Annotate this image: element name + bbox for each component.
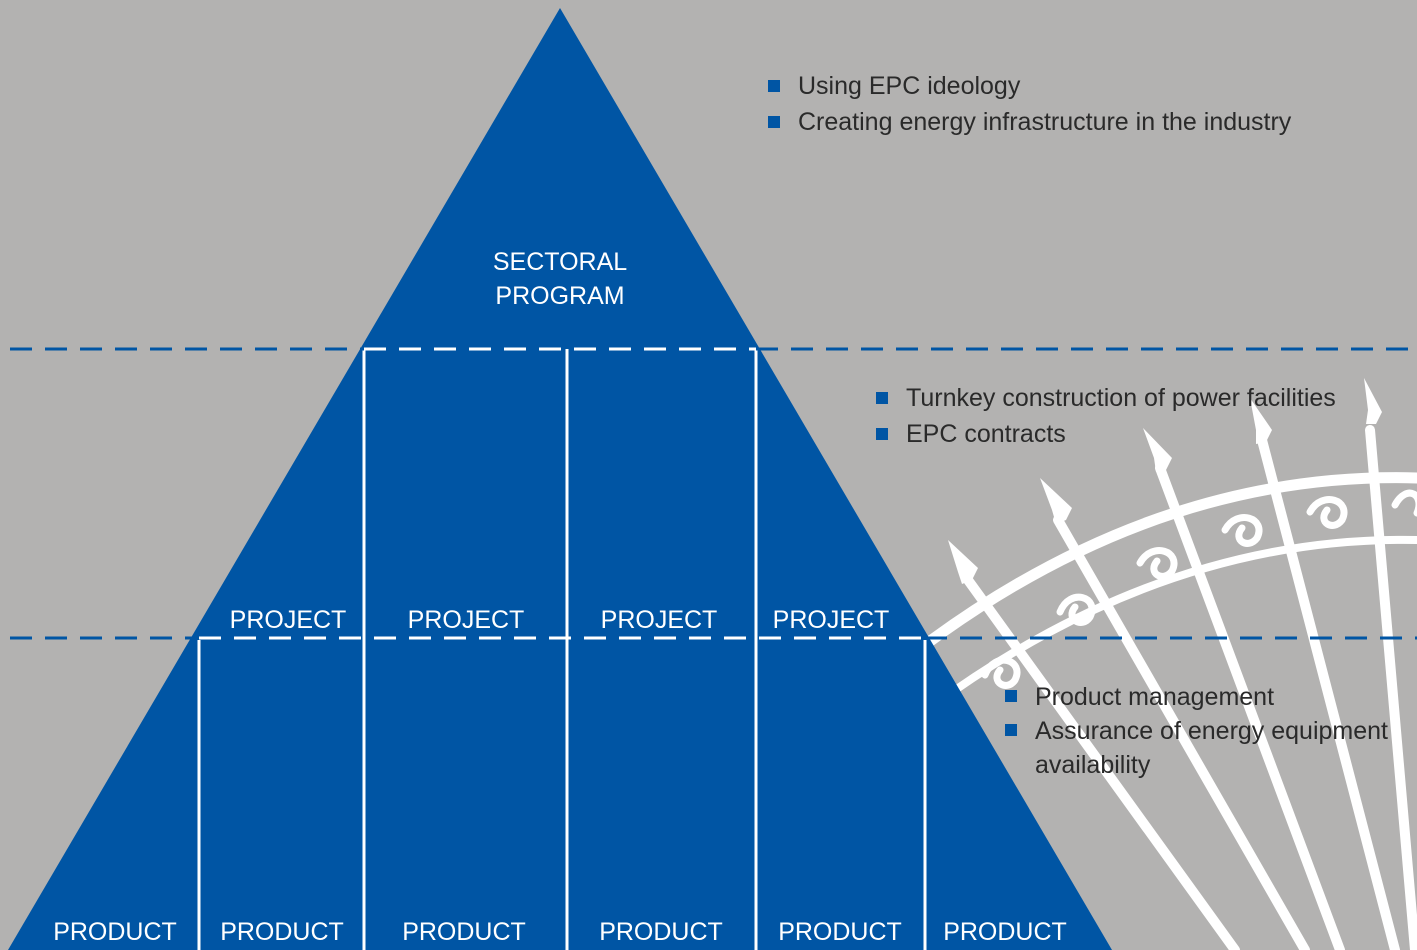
square-bullet-icon	[1005, 724, 1017, 736]
pyramid-shape	[8, 8, 1112, 950]
apex-label-line-1: SECTORAL	[493, 248, 627, 276]
product-label: PRODUCT	[402, 918, 526, 946]
bullet-text: Turnkey construction of power facilities	[906, 384, 1336, 412]
apex-label-line-2: PROGRAM	[495, 282, 624, 310]
product-label: PRODUCT	[53, 918, 177, 946]
list-item: Product management	[1005, 680, 1417, 714]
square-bullet-icon	[1005, 690, 1017, 702]
product-bullet-list: Product management Assurance of energy e…	[1005, 680, 1417, 782]
project-label: PROJECT	[773, 606, 890, 634]
bullet-text: EPC contracts	[906, 420, 1066, 448]
bullet-text: Using EPC ideology	[798, 72, 1021, 100]
square-bullet-icon	[768, 80, 780, 92]
list-item: Using EPC ideology	[768, 68, 1291, 104]
program-bullet-list: Using EPC ideology Creating energy infra…	[768, 68, 1291, 140]
product-label: PRODUCT	[778, 918, 902, 946]
list-item: EPC contracts	[876, 416, 1336, 452]
bullet-text: Creating energy infrastructure in the in…	[798, 108, 1292, 136]
project-label: PROJECT	[408, 606, 525, 634]
product-label: PRODUCT	[943, 918, 1067, 946]
bullet-text: Product management	[1035, 683, 1275, 711]
list-item: Creating energy infrastructure in the in…	[768, 104, 1291, 140]
list-item: Turnkey construction of power facilities	[876, 380, 1336, 416]
tier-dividers	[197, 347, 927, 950]
list-item: Assurance of energy equipment availabili…	[1005, 714, 1417, 782]
square-bullet-icon	[876, 392, 888, 404]
product-label: PRODUCT	[599, 918, 723, 946]
iron-gate-icon	[899, 378, 1417, 950]
project-label: PROJECT	[601, 606, 718, 634]
square-bullet-icon	[876, 428, 888, 440]
product-label: PRODUCT	[220, 918, 344, 946]
project-label: PROJECT	[230, 606, 347, 634]
square-bullet-icon	[768, 116, 780, 128]
bullet-text: Assurance of energy equipment availabili…	[1035, 717, 1388, 779]
project-bullet-list: Turnkey construction of power facilities…	[876, 380, 1336, 452]
